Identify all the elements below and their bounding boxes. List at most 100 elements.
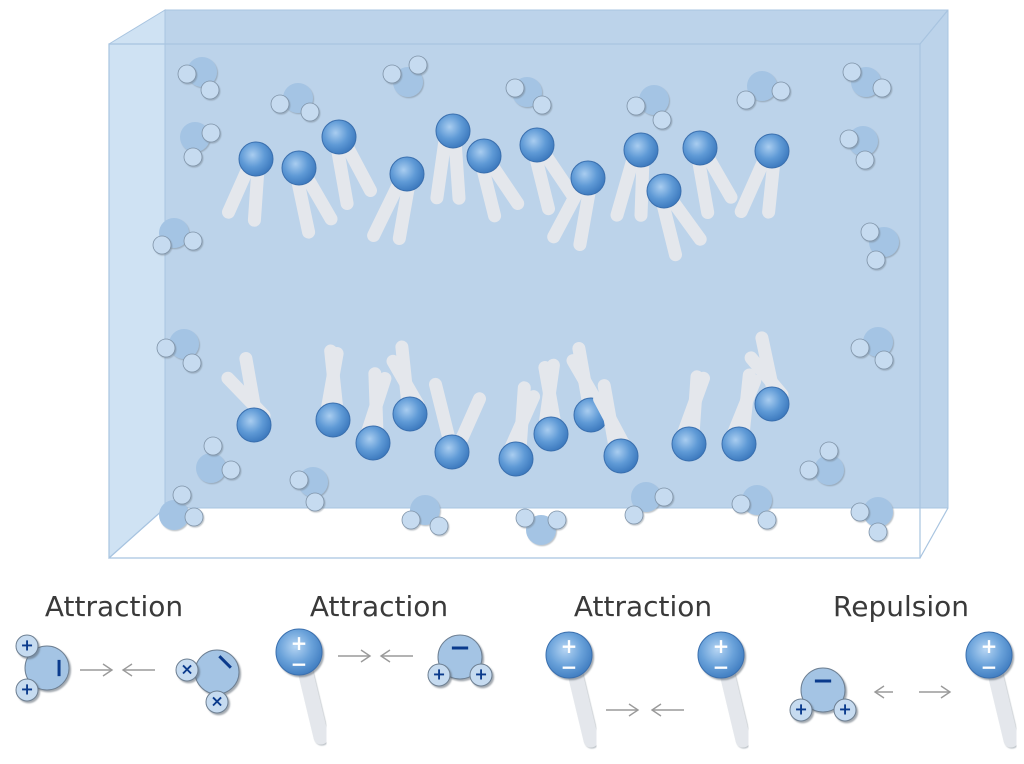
- charge-circle: [15, 634, 39, 658]
- partial-charge-symbol: −: [44, 657, 74, 679]
- lipid-tail: [475, 158, 502, 223]
- water-molecule-icon: [180, 122, 221, 167]
- phospholipid-layers: [221, 113, 790, 477]
- water-molecule-icon: [731, 485, 777, 530]
- water-hydrogen: [221, 460, 241, 480]
- phospholipid-icon: [744, 331, 790, 422]
- arrow-icon: [338, 649, 372, 663]
- lipid-head: [498, 441, 534, 477]
- charge-symbol: +: [20, 636, 33, 655]
- water-hydrogen: [842, 62, 862, 82]
- interaction-labels: Attraction Attraction Attraction Repulsi…: [45, 590, 969, 623]
- lipid-tail: [300, 170, 338, 226]
- water-oxygen: [169, 329, 199, 359]
- positive-charge-symbol: +: [981, 634, 998, 658]
- lipid-tail: [340, 139, 377, 197]
- water-molecule-icon: [842, 62, 892, 98]
- phospholipid-icon: [610, 132, 659, 222]
- phospholipid-icon: +−: [697, 631, 751, 758]
- charge-circle: [789, 698, 813, 722]
- panel-2-label: Attraction: [310, 590, 448, 623]
- water-hydrogen: [305, 492, 325, 512]
- lipid-head: [623, 132, 659, 168]
- water-hydrogen: [382, 64, 402, 84]
- water-molecule-icon: ++−: [789, 666, 857, 722]
- water-molecule-icon: [624, 482, 674, 525]
- lipid-tail: [528, 147, 555, 216]
- water-hydrogen: [156, 338, 176, 358]
- lipid-head: [671, 426, 707, 462]
- arrow-head: [102, 663, 114, 677]
- water-oxygen: [863, 327, 893, 357]
- water-hydrogen: [850, 338, 870, 358]
- water-oxygen: [863, 497, 893, 527]
- nonpolar-molecule-icon: ××−: [175, 644, 243, 714]
- water-hydrogen: [505, 78, 525, 98]
- water-hydrogen: [401, 510, 421, 530]
- lipid-tail: [634, 152, 650, 222]
- charge-symbol: +: [432, 665, 445, 684]
- arrow-head: [650, 703, 662, 717]
- lipid-tail: [367, 176, 406, 242]
- lipid-tail: [610, 152, 640, 222]
- water-hydrogen: [624, 505, 644, 525]
- lipid-tail: [655, 193, 682, 262]
- water-oxygen: [631, 482, 661, 512]
- water-oxygen: [196, 453, 226, 483]
- phospholipid-icon: [466, 138, 525, 223]
- water-oxygen: [800, 667, 846, 713]
- positive-charge-icon: +: [833, 698, 857, 722]
- lipid-tail: [717, 657, 751, 748]
- water-molecule-icon: [839, 126, 878, 170]
- lipid-head: [434, 434, 470, 470]
- water-hydrogen: [172, 485, 192, 505]
- lipid-tail: [368, 367, 384, 441]
- water-molecule-icon: [626, 85, 672, 130]
- phospholipid-icon: [533, 358, 569, 452]
- water-molecule-icon: [505, 77, 552, 115]
- container-edge: [108, 507, 166, 559]
- water-hydrogen: [757, 510, 777, 530]
- water-hydrogen: [152, 235, 172, 255]
- arrow-icon: [873, 685, 893, 699]
- lipid-tail: [547, 180, 587, 244]
- water-molecule-icon: [401, 495, 449, 536]
- phospholipid-icon: [222, 141, 274, 227]
- lipid-tail: [513, 381, 531, 457]
- phospholipid-icon: [547, 160, 606, 251]
- panel-1-label: Attraction: [45, 590, 183, 623]
- lipid-head: [275, 628, 323, 676]
- lipid-tail: [429, 377, 457, 450]
- partial-charge-symbol: −: [449, 633, 471, 663]
- water-hydrogen: [289, 470, 309, 490]
- water-hydrogen: [183, 147, 203, 167]
- lipid-head: [545, 631, 593, 679]
- charge-circle: [175, 658, 199, 682]
- panel-2-head-water-attraction: +−++−: [275, 628, 493, 755]
- water-hydrogen: [515, 508, 535, 528]
- positive-charge-symbol: +: [713, 634, 730, 658]
- phospholipid-icon: [355, 367, 392, 461]
- water-molecule-icon: [196, 436, 241, 483]
- arrow-icon: [919, 685, 952, 699]
- phospholipid-icon: [321, 119, 377, 210]
- positive-charge-icon: +: [15, 634, 39, 658]
- lipid-tail: [734, 153, 771, 218]
- water-hydrogen: [547, 510, 567, 530]
- lipid-head: [315, 402, 351, 438]
- phospholipid-icon: [646, 173, 707, 262]
- lipid-tail: [538, 147, 579, 201]
- charge-symbol: ×: [210, 692, 223, 711]
- arrow-icon: [80, 663, 114, 677]
- water-oxygen: [24, 645, 70, 691]
- water-molecule-icon: [270, 83, 320, 122]
- water-molecule-icon: [152, 218, 203, 255]
- positive-charge-icon: +: [427, 663, 451, 687]
- water-hydrogen: [408, 55, 428, 75]
- negative-charge-symbol: −: [981, 655, 998, 679]
- arrow-head: [873, 685, 885, 699]
- positive-charge-icon: +: [789, 698, 813, 722]
- water-hydrogen: [429, 516, 449, 536]
- lipid-tail: [686, 370, 704, 442]
- arrow-icon: [121, 663, 155, 677]
